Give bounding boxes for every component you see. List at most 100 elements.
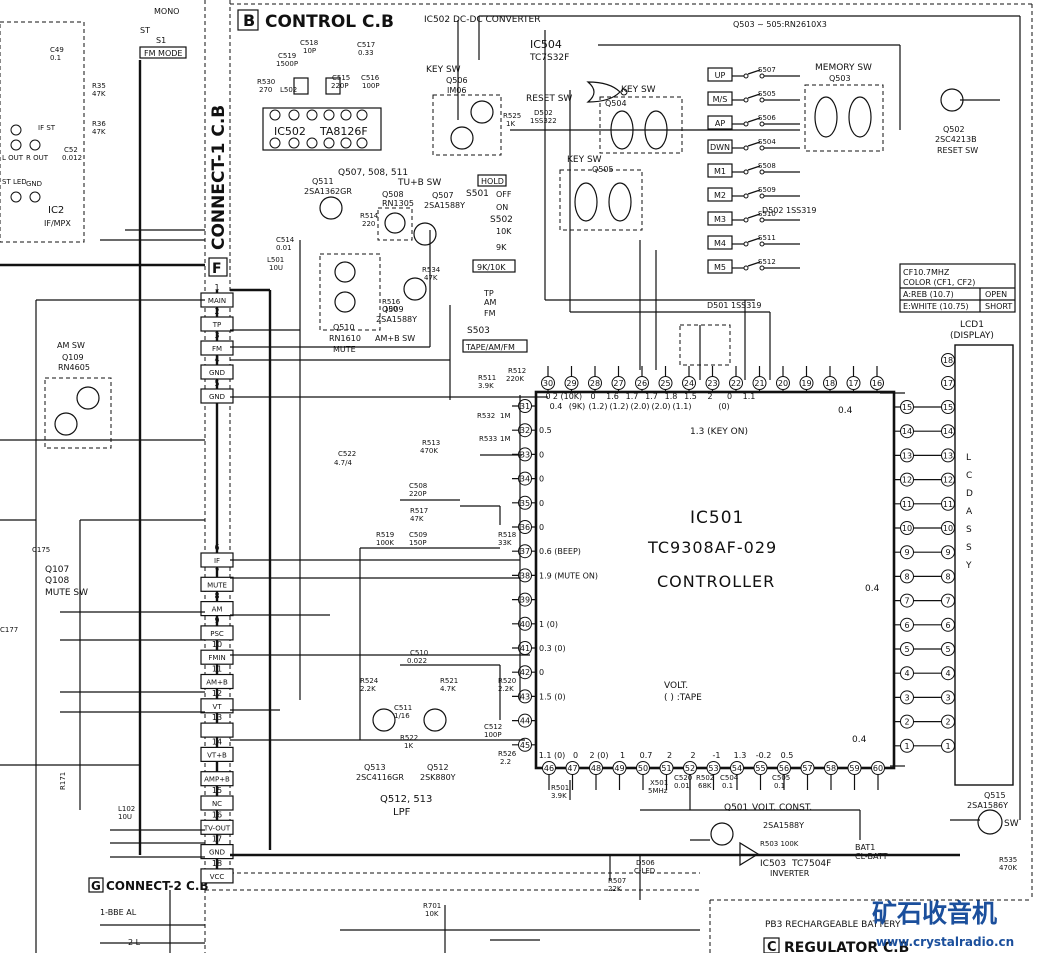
label-x501-value: 5MHz (648, 787, 668, 795)
ic501-pin-14-label: 14 (902, 427, 912, 436)
ic501-pin-51: 51 (659, 761, 674, 775)
key-switch-label-8: M5 (714, 263, 726, 272)
volt-bottom-9: -0.2 (756, 751, 772, 760)
ic502-part: TA8126F (319, 125, 368, 138)
q503-note: Q503 ~ 505:RN2610X3 (733, 20, 827, 29)
s502-label: 9K/10K (477, 263, 506, 272)
ic504-part: TC7S32F (529, 53, 569, 63)
key-switch-ref-6: S510 (758, 210, 776, 218)
label-r534: R534 (422, 266, 441, 274)
lcd-pin-5: 5 (941, 642, 955, 656)
lcd-voltage-a: 0.4 (838, 406, 853, 416)
label-l102-value: 10U (118, 813, 132, 821)
ic501-pin-38-label: 38 (520, 571, 530, 580)
label-c514: C514 (276, 236, 295, 244)
label-r519: R519 (376, 531, 394, 539)
q507-ref: Q507 (432, 191, 454, 200)
cf-note-line1: CF10.7MHZ (903, 268, 950, 277)
ic501-pin-42: 42 (518, 665, 532, 680)
label-bat1: BAT1 (855, 843, 875, 852)
lcd-pin-7-label: 7 (945, 597, 950, 606)
q109-part: RN4605 (58, 363, 90, 372)
ic501-pin-42-label: 42 (520, 668, 530, 677)
label-d502-part: 1SS322 (530, 117, 557, 125)
label-l501-value: 10U (269, 264, 283, 272)
ic501-pin-4: 4 (900, 666, 914, 681)
volt-left-10: 1.5 (0) (539, 692, 566, 701)
ic501-pin-34: 34 (518, 471, 532, 486)
q508-part: RN1305 (382, 199, 414, 208)
q108-label: Q108 (45, 576, 70, 586)
key-switch-label-7: M4 (714, 239, 726, 248)
lcd-pin-10-label: 10 (943, 524, 953, 533)
ic501-pin-60-label: 60 (873, 764, 883, 773)
label-r526: R526 (498, 750, 517, 758)
key-switch-ref-8: S512 (758, 258, 776, 266)
ic501-pin-40-label: 40 (520, 620, 530, 629)
connector-pin-num-13: 14 (212, 737, 222, 746)
ic501-part: TC9308AF-029 (647, 538, 777, 557)
pb3-note: PB3 RECHARGEABLE BATTERY (765, 920, 901, 930)
connector-pin-num-11: 12 (212, 689, 222, 698)
ic2-pin-r-out: R OUT (26, 154, 49, 162)
ic501-pin-9: 9 (900, 545, 914, 560)
lcd-pin-1: 1 (941, 738, 955, 753)
connector-pin-2: 2TP (200, 307, 234, 332)
label-r535-value: 470K (999, 864, 1017, 872)
d502-note-group: D502 1SS319 D501 1SS319 (679, 206, 817, 366)
ic501-pin-43-label: 43 (520, 692, 530, 701)
label-r511: R511 (478, 374, 496, 382)
ic501-pin-17-label: 17 (848, 379, 858, 388)
key-switch-label-6: M3 (714, 215, 726, 224)
s502-ref: S502 (490, 215, 513, 225)
board-boundaries (204, 0, 1033, 953)
key-switch-label-1: M/S (713, 95, 728, 104)
label-d506: D506 (636, 859, 655, 867)
lcd-pin-1-label: 1 (945, 742, 950, 751)
label-r525-value: 1K (506, 120, 515, 128)
lcd-pin-13: 13 (941, 448, 955, 463)
volt-top-1-4: 1.7 (626, 392, 639, 401)
volt-left-3: 0 (539, 499, 544, 508)
lcd-pin-2-label: 2 (945, 718, 950, 727)
q501-name: VOLT. CONST. (752, 803, 812, 813)
lcd-pin-2: 2 (941, 714, 955, 729)
label-r533: R533 (479, 435, 497, 443)
label-c520-value: 0.01 (674, 782, 690, 790)
q510-name: MUTE (333, 345, 356, 354)
label-r520: R520 (498, 677, 516, 685)
volt-top-1-6: 1.8 (665, 392, 678, 401)
d501-note: D501 1SS319 (707, 301, 762, 310)
label-r518-value: 33K (498, 539, 512, 547)
label-d502-diode: D502 (534, 109, 553, 117)
connector-pin-name-8: PSC (210, 630, 224, 638)
ic501-pin-55-label: 55 (755, 764, 765, 773)
ic501-pin-7-label: 7 (904, 597, 909, 606)
label-c520: C520 (674, 774, 692, 782)
ic501-pin-44-label: 44 (520, 717, 530, 726)
volt-top-1-2: 0 (590, 392, 595, 401)
ic501-pin-52: 52 (683, 761, 697, 775)
q509-ref: Q509 (382, 305, 404, 314)
ic503-part: TC7504F (791, 859, 831, 869)
ic501-pin-16-label: 16 (872, 379, 882, 388)
key-switch-ref-3: S504 (758, 138, 776, 146)
key-switch-ref-5: S509 (758, 186, 776, 194)
ic501-pin-37: 37 (518, 544, 532, 559)
volt-left-8: 0.3 (0) (539, 644, 566, 653)
am-sw-group: AM SW Q109 RN4605 Q107 Q108 MUTE SW 1-BB… (44, 341, 141, 947)
ic501-pin-46: 46 (542, 761, 556, 775)
label-r521-value: 4.7K (440, 685, 456, 693)
connector-pin-num-18: 18 (212, 859, 222, 868)
q515-sw: SW (1004, 819, 1019, 829)
label-r701-value: 10K (425, 910, 439, 918)
q509-q510-group: Q509 2SA1588Y AM+B SW Q510 RN1610 MUTE (319, 253, 427, 354)
volt-top-2-6: (1.1) (673, 402, 692, 411)
